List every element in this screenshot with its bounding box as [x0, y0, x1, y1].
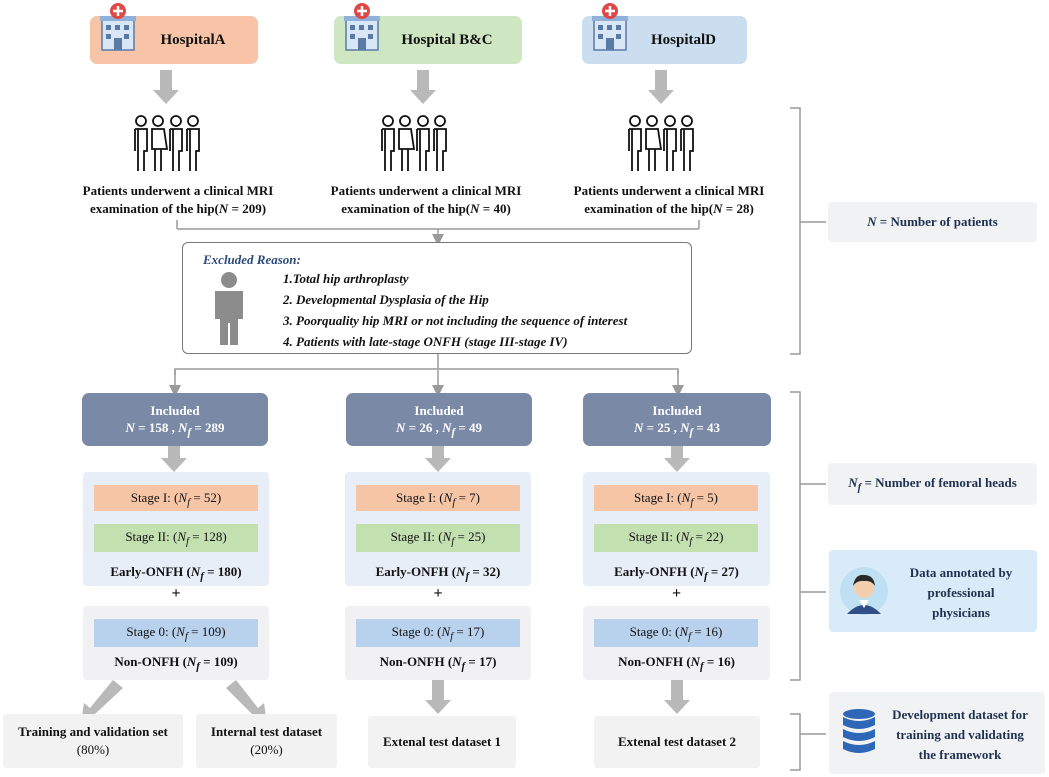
database-icon: [843, 709, 875, 753]
annotated-line: physicians: [932, 605, 990, 620]
hospital-a-box: HospitalA: [90, 3, 258, 64]
excluded-item: 2. Developmental Dysplasia of the Hip: [283, 292, 489, 307]
stage0-box-a: Stage 0: (Nf = 109): [94, 619, 258, 647]
non-onfh-a: Non-ONFH (Nf = 109): [114, 654, 238, 673]
hospital-bc-box: Hospital B&C: [334, 3, 522, 64]
stage0-box-d: Stage 0: (Nf = 16): [594, 619, 758, 647]
plus-sign: +: [171, 585, 181, 602]
excluded-box: Excluded Reason: 1.Total hip arthroplast…: [182, 242, 692, 354]
included-box-bc: Included N = 26 , Nf = 49: [346, 393, 532, 446]
early-onfh-d: Early-ONFH (Nf = 27): [614, 564, 739, 583]
plus-sign: +: [671, 585, 682, 602]
excluded-item: 4. Patients with late-stage ONFH (stage …: [283, 334, 568, 349]
hospital-icon: [592, 3, 628, 51]
included-box-d: Included N = 25 , Nf = 43: [583, 393, 771, 446]
patients-text-bc: Patients underwent a clinical MRI examin…: [330, 183, 522, 216]
internal-test-box: Internal test dataset (20%): [196, 714, 337, 768]
external-test-2-box: Extenal test dataset 2: [594, 716, 760, 768]
hospital-d-label: HospitalD: [650, 31, 716, 48]
stage2-box-d: Stage II: (Nf = 22): [594, 524, 758, 552]
annotated-legend: Data annotated by professional physician…: [829, 550, 1037, 632]
non-onfh-d: Non-ONFH (Nf = 16): [618, 654, 735, 673]
people-icons: [134, 115, 694, 171]
early-onfh-a: Early-ONFH (Nf = 180): [110, 564, 242, 583]
included-box-a: Included N = 158 , Nf = 289: [82, 393, 268, 446]
stage1-box-d: Stage I: (Nf = 5): [594, 485, 758, 511]
annotated-line: professional: [927, 585, 995, 600]
annotated-line: Data annotated by: [909, 565, 1013, 580]
stage2-box-bc: Stage II: (Nf = 25): [356, 524, 520, 552]
excluded-title: Excluded Reason:: [203, 252, 301, 267]
stage0-box-bc: Stage 0: (Nf = 17): [356, 619, 520, 647]
excluded-item: 1.Total hip arthroplasty: [283, 271, 409, 286]
hospital-icon: [100, 3, 136, 51]
panel-arrows: [81, 446, 690, 723]
early-onfh-bc: Early-ONFH (Nf = 32): [375, 564, 501, 583]
training-validation-box: Training and validation set (80%): [3, 714, 183, 768]
non-onfh-bc: Non-ONFH (Nf = 17): [379, 654, 497, 673]
plus-sign: +: [433, 585, 443, 602]
excluded-item: 3. Poorquality hip MRI or not including …: [283, 313, 628, 328]
n-legend: N = Number of patients: [828, 202, 1037, 242]
hospital-a-label: HospitalA: [160, 31, 226, 48]
patients-text-a: Patients underwent a clinical MRI examin…: [82, 183, 274, 216]
hospital-arrows: [153, 70, 674, 104]
hospital-icon: [344, 3, 380, 51]
stage1-box-a: Stage I: (Nf = 52): [94, 485, 258, 511]
braces: [790, 107, 826, 771]
stage1-box-bc: Stage I: (Nf = 7): [356, 485, 520, 511]
dev-line: Development dataset for: [892, 707, 1028, 722]
hospital-d-box: HospitalD: [582, 3, 747, 64]
dev-line: the framework: [918, 747, 1002, 762]
hospital-bc-label: Hospital B&C: [401, 31, 493, 48]
patients-text-d: Patients underwent a clinical MRI examin…: [573, 183, 765, 216]
physician-icon: [840, 567, 888, 615]
dev-legend: Development dataset for training and val…: [829, 692, 1045, 774]
stage2-box-a: Stage II: (Nf = 128): [94, 524, 258, 552]
person-icon: [215, 272, 243, 345]
nf-legend: Nf = Number of femoral heads: [828, 463, 1037, 505]
dev-line: training and validating: [896, 727, 1024, 742]
external-test-1-box: Extenal test dataset 1: [368, 716, 516, 768]
